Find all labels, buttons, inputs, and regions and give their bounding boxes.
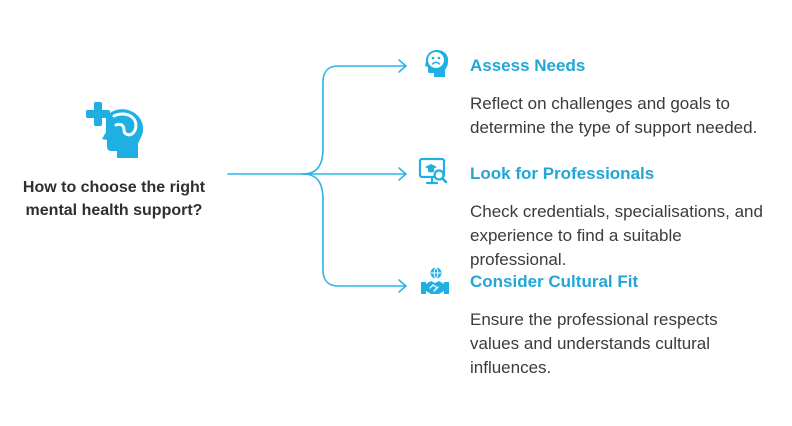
root-title: How to choose the right mental health su…: [22, 179, 206, 219]
handshake-globe-icon: [421, 267, 449, 294]
branch-title: Assess Needs: [470, 56, 586, 75]
branch-description: Reflect on challenges and goals to deter…: [470, 94, 758, 137]
branch-description: Check credentials, specialisations, and …: [470, 202, 763, 269]
branch-title: Look for Professionals: [470, 164, 655, 183]
head-medical-cross-icon: [86, 102, 144, 158]
branch-description: Ensure the professional respects values …: [470, 310, 718, 377]
sad-face-head-icon: [425, 50, 449, 77]
branch-title: Consider Cultural Fit: [470, 272, 639, 291]
monitor-search-icon: [418, 157, 448, 185]
